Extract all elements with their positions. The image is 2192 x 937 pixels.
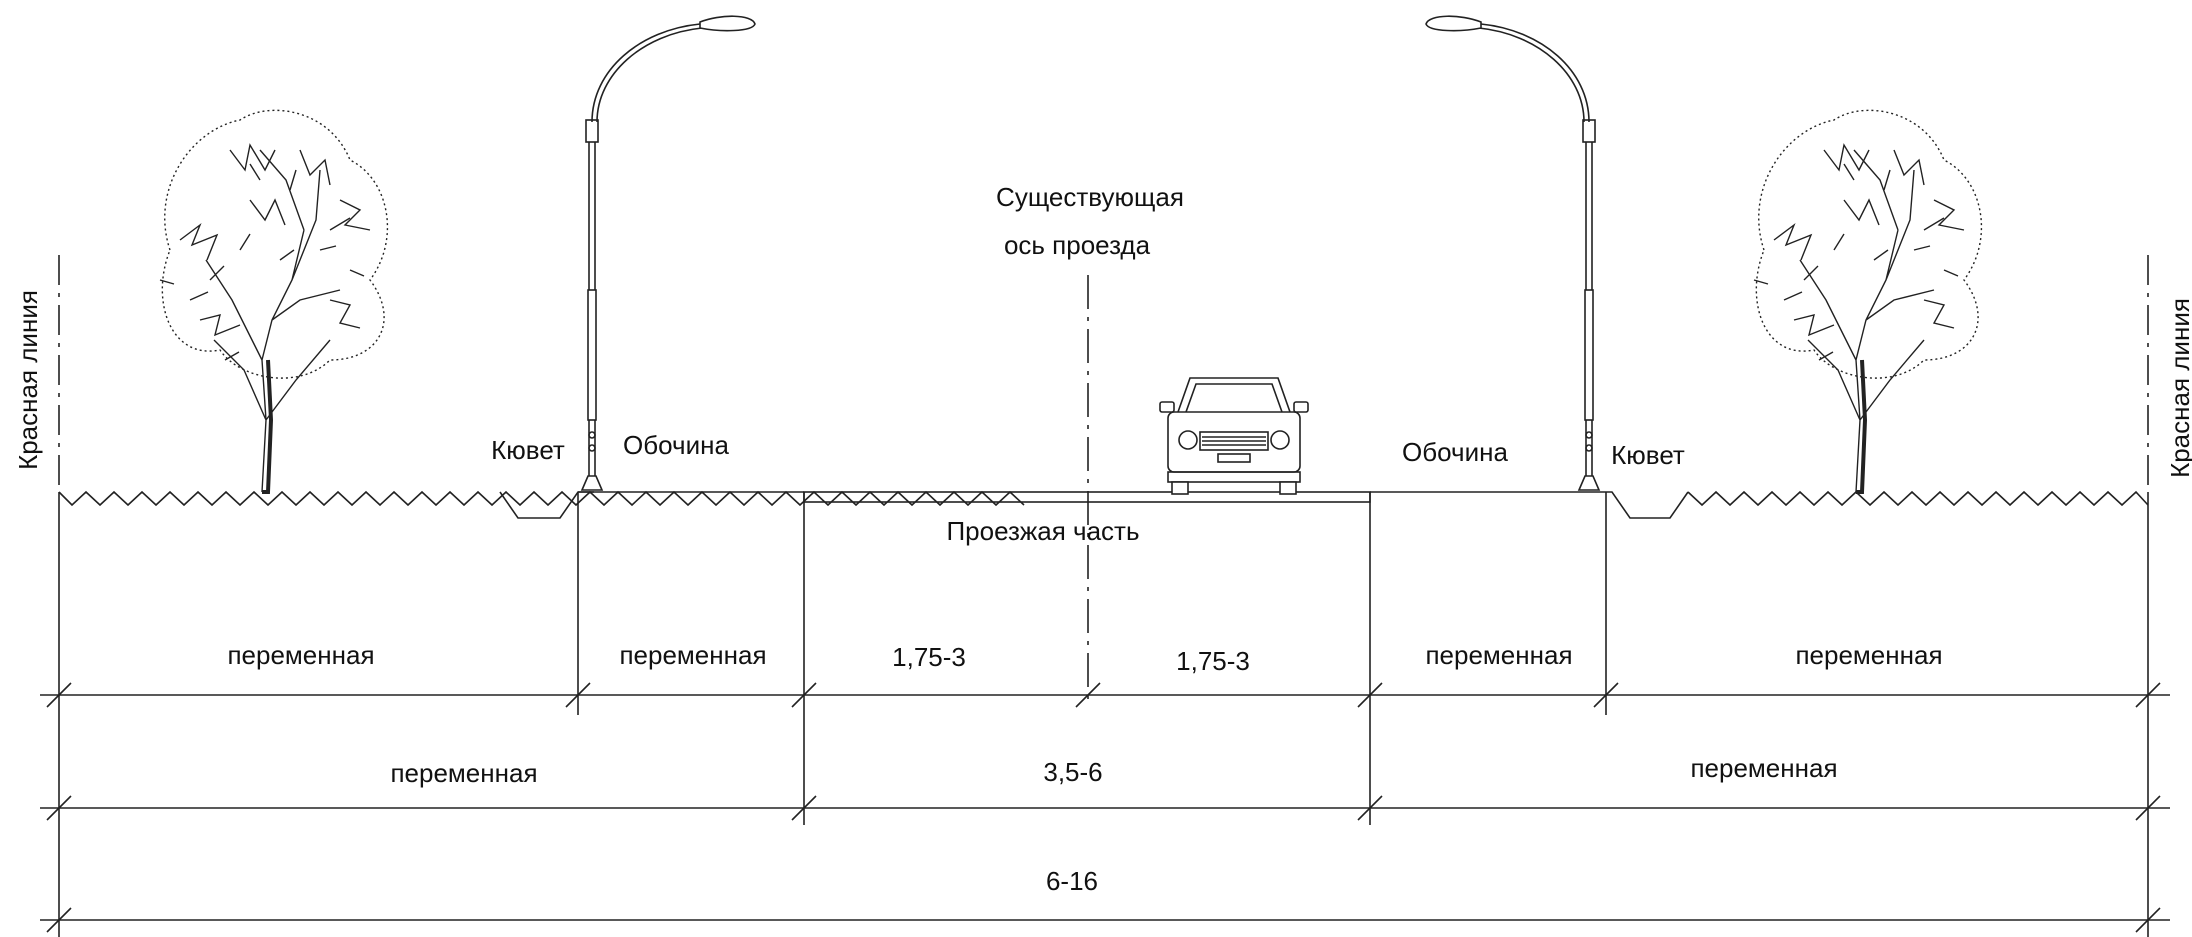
red-line-left-label: Красная линия	[13, 290, 43, 470]
street-lamp-left	[580, 15, 756, 491]
shoulder-left-label: Обочина	[623, 430, 729, 460]
dim-ticks-row2	[46, 795, 2161, 821]
ditch-right-shape	[1596, 491, 1689, 519]
dim-row3-value: 6-16	[1045, 866, 1099, 896]
red-line-right-label: Красная линия	[2165, 298, 2192, 478]
dim-row1-value: переменная	[1425, 640, 1573, 670]
dim-row1-value: 1,75-3	[892, 642, 966, 672]
tree-right	[1753, 109, 1983, 494]
ground-left-zigzag	[58, 490, 1025, 507]
dim-row2-value: переменная	[1690, 753, 1838, 783]
axis-caption-line2: ось проезда	[1003, 230, 1151, 260]
dim-ticks-row3	[46, 907, 2161, 933]
dim-row2-value: 3,5-6	[1043, 757, 1103, 787]
dim-row1-value: переменная	[619, 640, 767, 670]
dim-row2-value: переменная	[390, 758, 538, 788]
tree-left	[159, 109, 389, 494]
ditch-left-label: Кювет	[491, 435, 565, 465]
dim-row1-value: переменная	[1795, 640, 1943, 670]
carriageway-label: Проезжая часть	[946, 516, 1140, 546]
axis-caption-line1: Существующая	[996, 182, 1184, 212]
street-lamp-right	[1425, 15, 1601, 491]
dim-ticks-row1	[46, 682, 2161, 708]
car-front-view	[1159, 377, 1309, 495]
dim-row1-value: 1,75-3	[1176, 646, 1250, 676]
ground-right-zigzag	[1687, 490, 2149, 507]
ditch-right-label: Кювет	[1611, 440, 1685, 470]
shoulder-right-label: Обочина	[1402, 437, 1508, 467]
dim-row1-value: переменная	[227, 640, 375, 670]
